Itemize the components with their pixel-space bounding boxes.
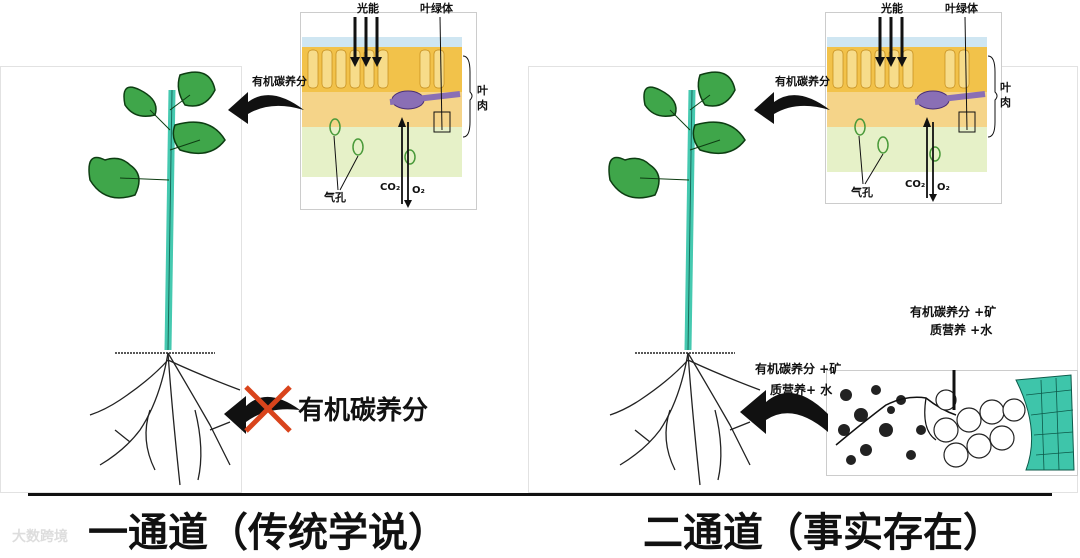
right-caption: 二通道（事实存在） [643, 500, 1003, 558]
root-top-label-line1: 有机碳养分 +矿 [910, 306, 996, 318]
root-cell-section-drawing [826, 370, 1076, 474]
left-light-label: 光能 [357, 3, 379, 14]
right-root-arrow-label-line2: 质营养+ 水 [770, 384, 832, 396]
right-co2-label: CO₂ [905, 180, 925, 190]
cross-icon [242, 383, 294, 435]
left-o2-label: O₂ [412, 186, 425, 196]
left-leaf-section-drawing [300, 12, 475, 208]
left-leaf-arrow-label: 有机碳养分 [252, 76, 307, 87]
left-root-arrow-label: 有机碳养分 [298, 398, 428, 424]
left-chloroplast-label: 叶绿体 [420, 3, 453, 14]
left-stoma-label: 气孔 [324, 192, 346, 203]
right-mesophyll-label: 叶 肉 [1000, 80, 1011, 111]
right-leaf-arrow-label: 有机碳养分 [775, 76, 830, 87]
root-top-label-line2: 质营养 +水 [930, 324, 992, 336]
watermark: 大数跨境 [12, 526, 68, 546]
left-co2-label: CO₂ [380, 183, 400, 193]
divider-rule [28, 493, 1052, 496]
right-stoma-label: 气孔 [851, 187, 873, 198]
left-mesophyll-label: 叶 肉 [477, 83, 488, 114]
right-leaf-section-drawing [825, 12, 1000, 202]
right-o2-label: O₂ [937, 183, 950, 193]
right-light-label: 光能 [881, 3, 903, 14]
right-root-arrow-label-line1: 有机碳养分 +矿 [755, 363, 841, 375]
right-chloroplast-label: 叶绿体 [945, 3, 978, 14]
left-caption: 一通道（传统学说） [88, 500, 448, 558]
